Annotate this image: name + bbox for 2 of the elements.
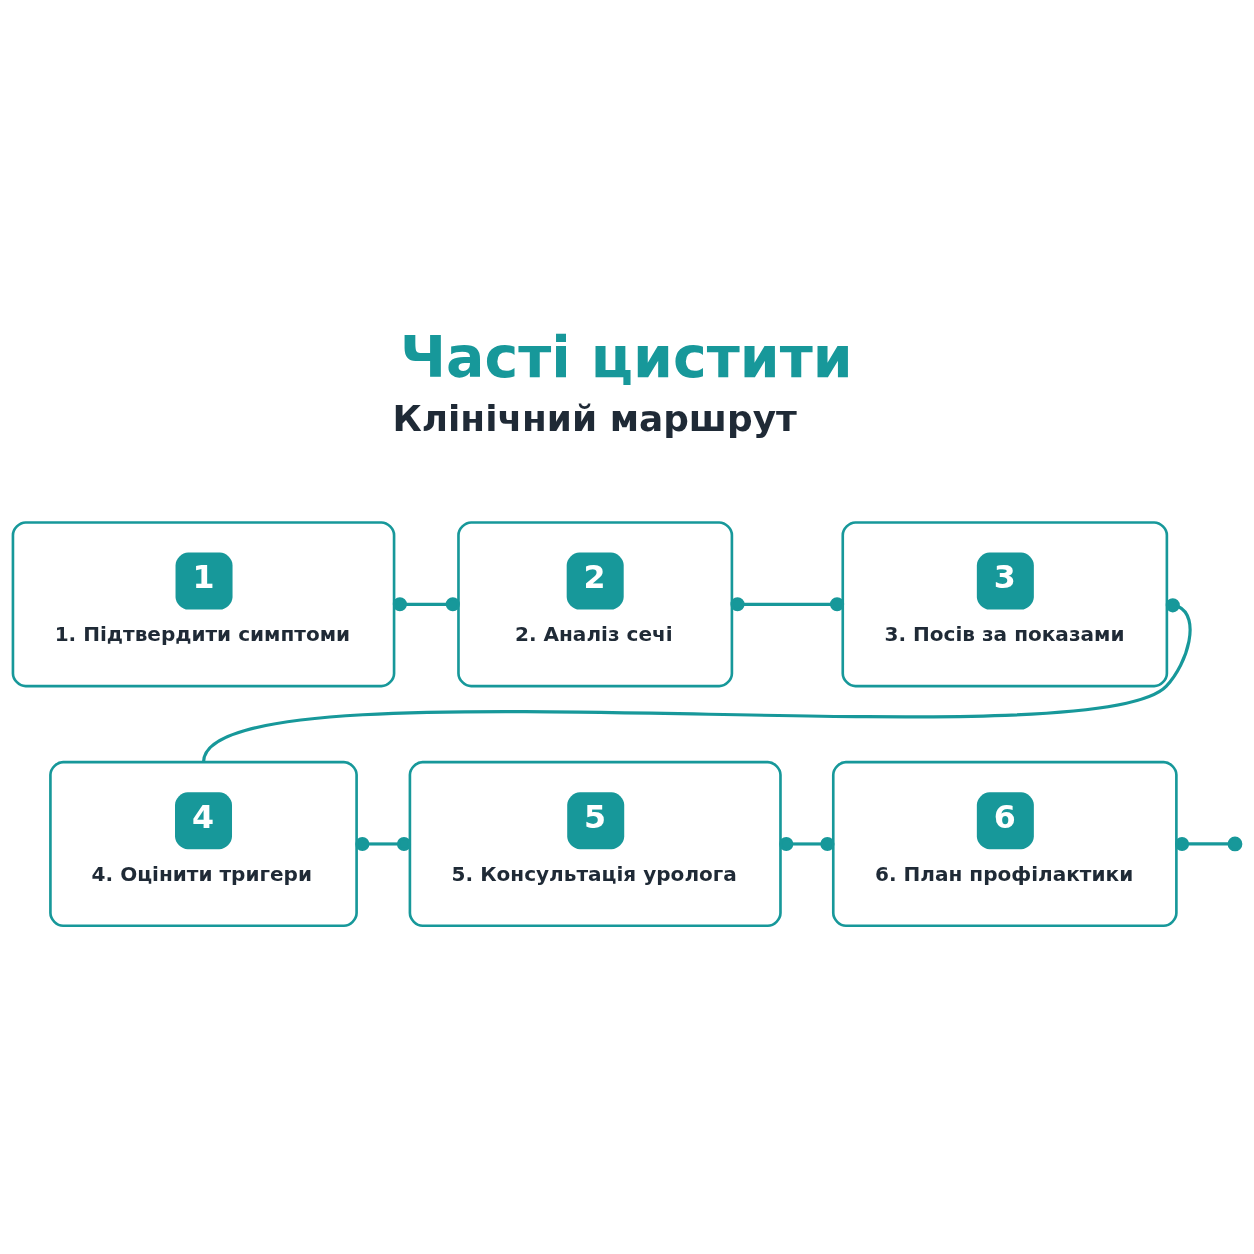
diagram-title: Часті цистити [400, 324, 853, 390]
label: Клінічний маршрут [392, 397, 797, 439]
